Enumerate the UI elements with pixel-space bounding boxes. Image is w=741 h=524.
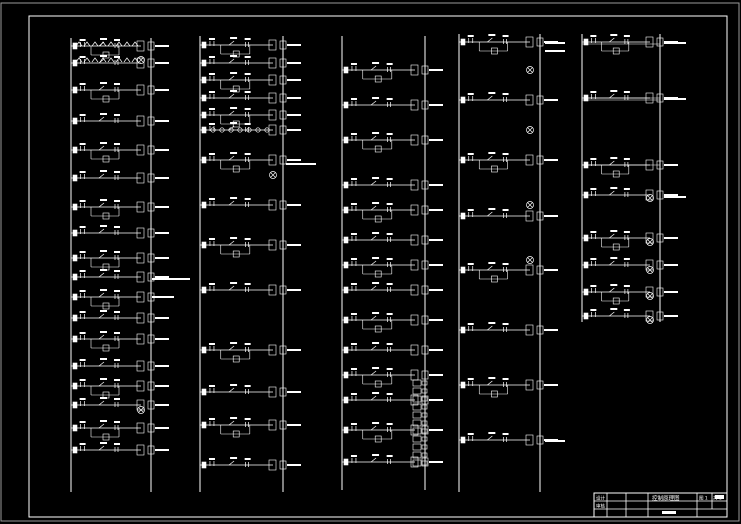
- ladder-rung: [200, 342, 301, 363]
- ladder-rung: [71, 82, 169, 103]
- ladder-rung: [71, 199, 169, 220]
- ladder-rung: [200, 457, 301, 471]
- ladder-rung: [71, 170, 169, 184]
- lamp-symbol: [526, 201, 534, 209]
- ladder-rung: [71, 442, 169, 456]
- ladder-rung: [342, 132, 443, 153]
- ladder-rung: [459, 262, 558, 283]
- title-block-filled-cell: [715, 495, 724, 499]
- ladder-rung: [459, 322, 558, 336]
- ladder-rung: [200, 90, 301, 104]
- ladder-rung: [200, 282, 301, 296]
- ladder-rung: [71, 358, 169, 372]
- lamp-symbol: [646, 316, 654, 324]
- ladder-rung: [582, 308, 678, 322]
- ladder-rung: [342, 202, 443, 223]
- ladder-rung: [200, 37, 301, 58]
- ladder-rung: [342, 312, 443, 333]
- ladder-rung: [71, 269, 169, 283]
- ladder-rung: [71, 289, 169, 310]
- ladder-rung: [71, 142, 169, 163]
- lamp-symbol: [646, 292, 654, 300]
- column-4-ladder: [458, 34, 558, 492]
- title-block-label-2: 审核: [596, 503, 605, 510]
- lamp-symbol: [646, 194, 654, 202]
- ladder-rung: [582, 284, 678, 305]
- ladder-rung: [71, 397, 169, 411]
- lamp-symbol: [526, 126, 534, 134]
- ladder-rung: [459, 377, 558, 398]
- column-3-ladder: [341, 36, 443, 490]
- lamp-symbol: [646, 238, 654, 246]
- title-block-label-1: 设计: [596, 495, 605, 502]
- fuse-row: [75, 41, 270, 133]
- lamp-symbol: [137, 406, 145, 414]
- ladder-rung: [342, 342, 443, 356]
- ladder-rung: [342, 62, 443, 83]
- ladder-rung: [582, 257, 678, 271]
- drawing-title: 控制原理图: [652, 494, 680, 502]
- ladder-rung: [200, 237, 301, 258]
- column-1-ladder: [70, 38, 169, 492]
- ladder-rung: [459, 92, 558, 106]
- ladder-rung: [200, 72, 301, 93]
- ladder-rung: [71, 225, 169, 239]
- ladder-rung: [71, 331, 169, 352]
- ladder-rung: [459, 34, 558, 55]
- ladder-rung: [459, 208, 558, 222]
- drawing-frame: [28, 15, 728, 518]
- ladder-rung: [71, 378, 169, 399]
- ladder-rung: [200, 417, 301, 438]
- ladder-rung: [342, 282, 443, 296]
- ladder-rung: [342, 454, 443, 468]
- signal-lines: [152, 42, 686, 442]
- ladder-rung: [200, 197, 301, 211]
- ladder-rung: [342, 422, 443, 443]
- ladder-rung: [342, 97, 443, 111]
- ladder-rung: [71, 250, 169, 271]
- schematic-columns: [70, 34, 686, 492]
- ladder-rung: [459, 152, 558, 173]
- ladder-rung: [582, 187, 678, 201]
- ladder-rung: [71, 420, 169, 441]
- column-2-ladder: [199, 36, 301, 492]
- lamp-symbol: [137, 56, 145, 64]
- ladder-rung: [342, 177, 443, 191]
- lamp-symbol: [526, 256, 534, 264]
- ladder-rung: [71, 113, 169, 127]
- ladder-rung: [582, 230, 678, 251]
- ladder-rung: [342, 232, 443, 246]
- sheet-mark: 图 1: [699, 496, 708, 502]
- ladder-rung: [200, 384, 301, 398]
- lamp-symbol: [269, 171, 277, 179]
- ladder-rung: [71, 310, 169, 324]
- lamp-symbol: [646, 266, 654, 274]
- ladder-rung: [342, 257, 443, 278]
- title-block-frame: [593, 492, 728, 518]
- title-block-bottom-bar: [662, 511, 676, 514]
- ladder-rung: [200, 152, 301, 173]
- ladder-rung: [200, 55, 301, 69]
- ladder-rung: [71, 55, 169, 69]
- title-block: 设计 审核 控制原理图 图 1 共 1: [593, 492, 728, 518]
- lamp-symbol: [526, 66, 534, 74]
